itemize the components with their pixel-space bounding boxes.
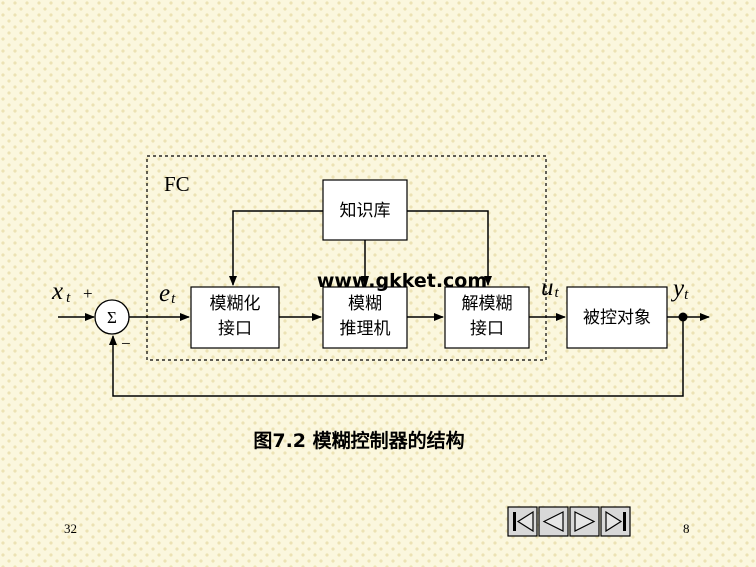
first-icon xyxy=(513,510,534,533)
next-icon xyxy=(574,511,596,532)
previous-icon xyxy=(542,511,564,532)
defuzzification-label-line2: 接口 xyxy=(470,319,504,339)
page-number-left: 32 xyxy=(64,521,77,536)
plus-sign: + xyxy=(83,284,93,303)
last-slide-button[interactable] xyxy=(600,506,631,537)
error-signal-label: et xyxy=(159,280,176,307)
last-icon xyxy=(605,510,626,533)
control-signal-label: ut xyxy=(541,274,560,301)
defuzzification-label-line1: 解模糊 xyxy=(462,294,513,314)
minus-sign: − xyxy=(121,334,131,353)
summing-junction-symbol: Σ xyxy=(107,308,117,327)
watermark: www.gkket.com xyxy=(317,270,487,292)
fuzzification-label-line1: 模糊化 xyxy=(210,294,261,314)
inference-block xyxy=(322,286,408,349)
inference-label-line1: 模糊 xyxy=(348,294,382,314)
next-slide-button[interactable] xyxy=(569,506,600,537)
previous-slide-button[interactable] xyxy=(538,506,569,537)
plant-label: 被控对象 xyxy=(583,308,651,328)
fuzzification-label-line2: 接口 xyxy=(218,319,252,339)
figure-caption: 图7.2 模糊控制器的结构 xyxy=(253,429,464,452)
inference-label-line2: 推理机 xyxy=(340,319,391,339)
output-signal-label: yt xyxy=(670,275,689,303)
kb-to-defuzzification-arrow xyxy=(407,210,492,286)
kb-to-fuzzification-arrow xyxy=(229,210,323,286)
fc-label: FC xyxy=(164,172,190,196)
first-slide-button[interactable] xyxy=(507,506,538,537)
knowledge-base-label: 知识库 xyxy=(340,201,391,221)
slide-navigation xyxy=(507,506,631,537)
fc-boundary xyxy=(146,155,547,361)
feedback-arrow xyxy=(109,317,684,397)
page-number-right: 8 xyxy=(683,521,690,536)
fuzzification-block xyxy=(190,286,280,349)
